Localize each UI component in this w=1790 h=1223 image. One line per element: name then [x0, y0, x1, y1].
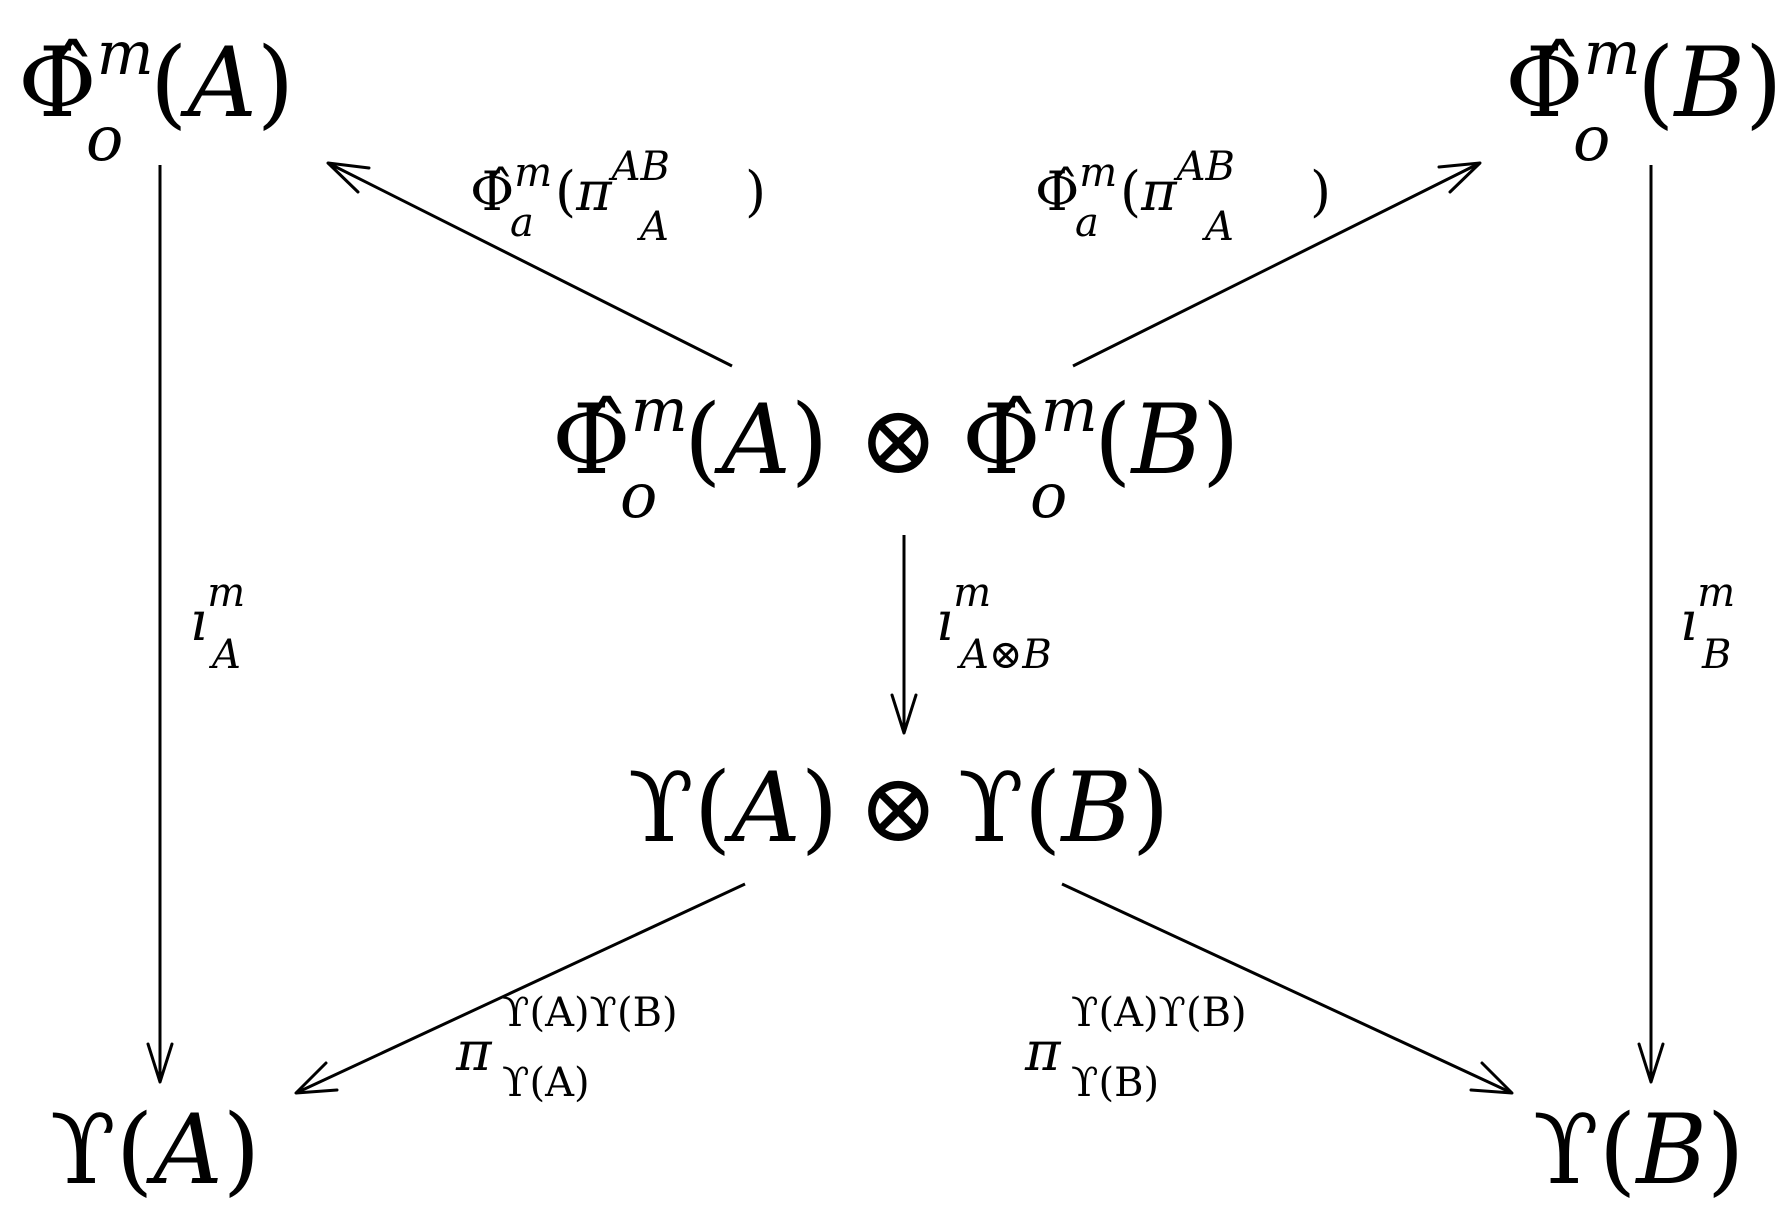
- arrow-center-to-upsilon-B: [1061, 882, 1514, 1095]
- arrow-center-to-upsilon-A: [294, 882, 746, 1095]
- node-upsilon-B: ϒ(B): [1533, 1094, 1744, 1206]
- phi-hat-symbol: Φ̂: [1505, 27, 1584, 139]
- phi-hat-symbol: Φ̂: [552, 384, 631, 496]
- upsilon-symbol: ϒ: [1533, 1094, 1599, 1206]
- arrow-center-to-phi-B: [1072, 161, 1482, 368]
- node-center-bottom: ϒ(A)⊗ϒ(B): [628, 752, 1169, 864]
- upsilon-symbol: ϒ: [958, 752, 1024, 864]
- phi-hat-symbol: Φ̂: [18, 27, 97, 139]
- arrow-phi-A-to-upsilon-A: [146, 165, 174, 1084]
- otimes-symbol: ⊗: [858, 384, 938, 496]
- phi-hat-symbol: Φ̂: [962, 384, 1041, 496]
- upsilon-symbol: ϒ: [628, 752, 694, 864]
- arrow-phi-B-to-upsilon-B: [1637, 165, 1665, 1084]
- arrow-center-to-phi-A: [326, 161, 733, 368]
- node-upsilon-A: ϒ(A): [50, 1094, 260, 1206]
- otimes-symbol: ⊗: [858, 752, 938, 864]
- upsilon-symbol: ϒ: [50, 1094, 116, 1206]
- label-bottom-right: πϒ(A)ϒ(B)ϒ(B): [1024, 990, 1247, 1106]
- arrow-center-vertical: [890, 535, 918, 735]
- label-bottom-left: πϒ(A)ϒ(B)ϒ(A): [455, 990, 678, 1106]
